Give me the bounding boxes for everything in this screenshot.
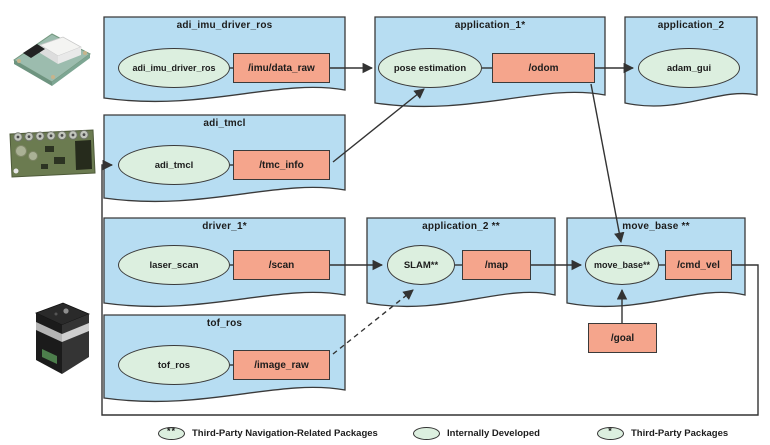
node-adi-imu-driver-ros: adi_imu_driver_ros [118, 48, 230, 88]
link-odom-to-move-base [590, 83, 625, 244]
package-title-application-2: application_2 [657, 20, 725, 31]
topic-map: /map [462, 250, 531, 280]
package-title-move-base: move_base ** [622, 221, 690, 232]
topic-goal: /goal [588, 323, 657, 353]
node-move-base: move_base** [585, 245, 659, 285]
legend-symbol-internally-developed [413, 427, 440, 440]
imu-sensor-board-image [13, 33, 91, 86]
topic-tmc-info: /tmc_info [233, 150, 330, 180]
legend-label-internally-developed: Internally Developed [447, 428, 540, 439]
topic-odom: /odom [492, 53, 595, 83]
node-adi-tmcl: adi_tmcl [118, 145, 230, 185]
package-title-application-2-nav: application_2 ** [422, 221, 500, 232]
package-title-application-1: application_1* [454, 20, 526, 31]
legend-symbol-third-party-nav: ** [158, 427, 185, 440]
package-title-adi-tmcl: adi_tmcl [203, 118, 246, 129]
legend-label-third-party-nav: Third-Party Navigation-Related Packages [192, 428, 378, 439]
node-pose-estimation: pose estimation [378, 48, 482, 88]
topic-imu-data-raw: /imu/data_raw [233, 53, 330, 83]
node-tof-ros: tof_ros [118, 345, 230, 385]
package-title-tof-ros: tof_ros [206, 318, 243, 329]
package-title-driver-1: driver_1* [202, 221, 247, 232]
link-cmd-vel-feedback-to-adi-tmcl [101, 159, 759, 416]
topic-cmd-vel: /cmd_vel [665, 250, 732, 280]
tof-camera-module-image [34, 302, 91, 374]
motor-controller-board-image [9, 129, 96, 178]
topic-scan: /scan [233, 250, 330, 280]
link-tmc-info-to-pose-estimation [332, 88, 425, 163]
link-image-raw-to-slam-dashed [332, 289, 414, 355]
node-laser-scan: laser_scan [118, 245, 230, 285]
node-slam: SLAM** [387, 245, 455, 285]
package-title-adi-imu-driver-ros: adi_imu_driver_ros [176, 20, 273, 31]
legend-symbol-third-party: * [597, 427, 624, 440]
topic-image-raw: /image_raw [233, 350, 330, 380]
legend-label-third-party: Third-Party Packages [631, 428, 729, 439]
node-adam-gui: adam_gui [638, 48, 740, 88]
